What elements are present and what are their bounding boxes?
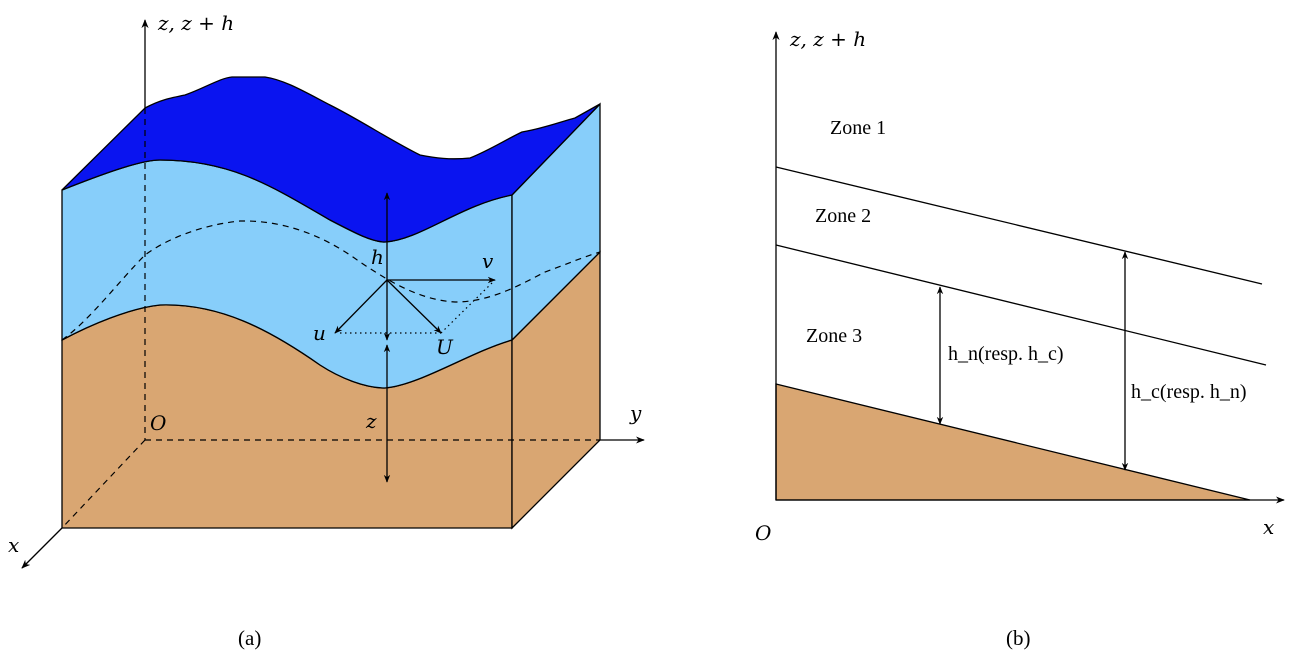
a-velocity-v-label: v bbox=[482, 249, 494, 273]
panel-b: z, z + h Zone 1 Zone 2 Zone 3 h_n(resp. … bbox=[755, 27, 1285, 650]
a-bed-height-label: z bbox=[365, 409, 377, 433]
hidden-bed-line bbox=[61, 220, 601, 341]
zone-2-label: Zone 2 bbox=[815, 205, 871, 227]
a-depth-label: h bbox=[371, 245, 384, 269]
lower-depth-line bbox=[775, 244, 1267, 366]
b-origin-label: O bbox=[755, 521, 771, 545]
x-axis bbox=[21, 527, 63, 569]
a-y-axis-label: y bbox=[629, 401, 642, 425]
b-depth-label-left: h_n(resp. h_c) bbox=[948, 343, 1064, 365]
b-vertical-axis-label: z, z + h bbox=[789, 27, 866, 51]
free-surface-top bbox=[61, 76, 601, 243]
zone-3-label: Zone 3 bbox=[806, 325, 862, 347]
b-caption: (b) bbox=[1006, 626, 1031, 650]
velocity-u-arrow bbox=[334, 279, 388, 334]
hidden-x-edge bbox=[61, 439, 146, 529]
a-velocity-U-label: U bbox=[436, 335, 454, 359]
b-depth-label-right: h_c(resp. h_n) bbox=[1131, 381, 1247, 403]
zone-1-label: Zone 1 bbox=[830, 117, 886, 139]
a-x-axis-label: x bbox=[8, 533, 19, 557]
a-vertical-axis-label: z, z + h bbox=[157, 11, 234, 35]
a-velocity-u-label: u bbox=[313, 321, 326, 345]
a-origin-label: O bbox=[150, 411, 166, 435]
velocity-U-arrow bbox=[386, 279, 442, 334]
a-caption: (a) bbox=[238, 626, 261, 650]
panel-a: z, z + h O y x h z u v U (a) bbox=[8, 11, 645, 650]
b-x-axis-label: x bbox=[1263, 515, 1274, 539]
upper-depth-line bbox=[775, 166, 1263, 285]
